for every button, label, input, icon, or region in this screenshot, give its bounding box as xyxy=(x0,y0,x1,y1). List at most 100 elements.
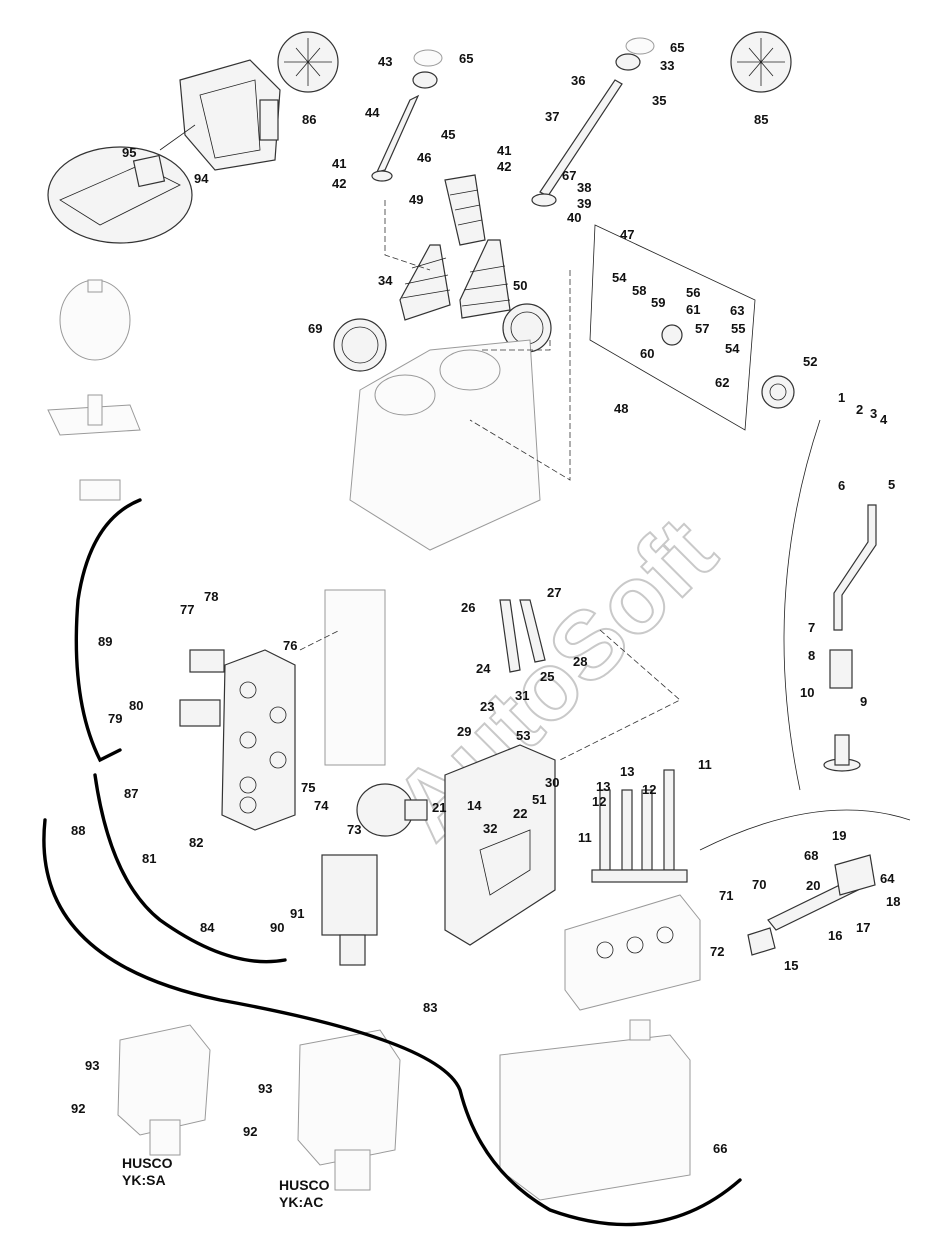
callout-45: 45 xyxy=(441,127,455,142)
callout-46: 46 xyxy=(417,150,431,165)
callout-83: 83 xyxy=(423,1000,437,1015)
callout-24: 24 xyxy=(476,661,491,676)
callout-91: 91 xyxy=(290,906,304,921)
callout-72: 72 xyxy=(710,944,724,959)
callout-90: 90 xyxy=(270,920,284,935)
callout-30: 30 xyxy=(545,775,559,790)
callout-57: 57 xyxy=(695,321,709,336)
callout-42a: 42 xyxy=(332,176,346,191)
callout-59: 59 xyxy=(651,295,665,310)
caption-husco-sa-1: HUSCO xyxy=(122,1155,173,1171)
callout-17: 17 xyxy=(856,920,870,935)
caption-husco-sa-2: YK:SA xyxy=(122,1172,166,1188)
callout-93b: 93 xyxy=(258,1081,272,1096)
solenoid-valve xyxy=(321,854,378,966)
callout-76: 76 xyxy=(283,638,297,653)
callout-34: 34 xyxy=(378,273,393,288)
callout-13a: 13 xyxy=(620,764,634,779)
leader-dash-valve xyxy=(299,629,341,651)
callout-15: 15 xyxy=(784,958,798,973)
husco-valve-sa xyxy=(117,1024,211,1156)
boot-34 xyxy=(399,244,451,321)
boot-49 xyxy=(444,174,486,246)
callout-55: 55 xyxy=(731,321,745,336)
callout-64: 64 xyxy=(880,871,895,886)
callout-62: 62 xyxy=(715,375,729,390)
callout-87: 87 xyxy=(124,786,138,801)
pulley-52 xyxy=(761,375,795,409)
callout-63: 63 xyxy=(730,303,744,318)
callout-65a: 65 xyxy=(459,51,473,66)
callout-81: 81 xyxy=(142,851,156,866)
bracket-plate-ghost xyxy=(324,589,386,766)
callout-39: 39 xyxy=(577,196,591,211)
pattern-selector-85 xyxy=(730,31,792,93)
caption-husco-ac-2: YK:AC xyxy=(279,1194,323,1210)
callout-21: 21 xyxy=(432,800,446,815)
callout-19: 19 xyxy=(832,828,846,843)
callout-12b: 12 xyxy=(592,794,606,809)
callout-28: 28 xyxy=(573,654,587,669)
callout-13b: 13 xyxy=(596,779,610,794)
callout-12a: 12 xyxy=(642,782,656,797)
callout-23: 23 xyxy=(480,699,494,714)
callout-85: 85 xyxy=(754,112,768,127)
linkage-group-frame xyxy=(589,224,756,431)
callout-80: 80 xyxy=(129,698,143,713)
detail-arc-bracket xyxy=(699,809,911,851)
callout-18: 18 xyxy=(886,894,900,909)
callout-60: 60 xyxy=(640,346,654,361)
lever-26-27 xyxy=(499,599,546,673)
callout-82: 82 xyxy=(189,835,203,850)
callout-47: 47 xyxy=(620,227,634,242)
callout-22: 22 xyxy=(513,806,527,821)
callout-66: 66 xyxy=(713,1141,727,1156)
callout-41a: 41 xyxy=(332,156,346,171)
caption-husco-ac-1: HUSCO xyxy=(279,1177,330,1193)
actuators-12-13 xyxy=(591,769,688,883)
callout-50: 50 xyxy=(513,278,527,293)
callout-78: 78 xyxy=(204,589,218,604)
left-joystick xyxy=(371,71,438,182)
hose-83 xyxy=(42,818,742,1227)
callout-11b: 11 xyxy=(578,830,592,845)
accumulator-upper xyxy=(47,279,141,501)
callout-4: 4 xyxy=(880,412,888,427)
callout-56: 56 xyxy=(686,285,700,300)
cap-65-left xyxy=(413,49,443,67)
callout-77: 77 xyxy=(180,602,194,617)
callout-74: 74 xyxy=(314,798,329,813)
callout-94: 94 xyxy=(194,171,209,186)
cap-65-right xyxy=(625,37,655,55)
callouts: 1 2 3 4 5 6 7 8 9 10 11 11 12 12 13 13 1… xyxy=(71,40,900,1156)
callout-69: 69 xyxy=(308,321,322,336)
callout-29: 29 xyxy=(457,724,471,739)
mounting-plate-21 xyxy=(444,744,556,946)
hydraulic-tank xyxy=(499,1019,691,1201)
callout-16: 16 xyxy=(828,928,842,943)
callout-53: 53 xyxy=(516,728,530,743)
callout-68: 68 xyxy=(804,848,818,863)
callout-84: 84 xyxy=(200,920,215,935)
callout-37: 37 xyxy=(545,109,559,124)
leader-dash-housing xyxy=(384,200,431,271)
hose-89 xyxy=(74,498,142,763)
callout-54b: 54 xyxy=(725,341,740,356)
callout-42b: 42 xyxy=(497,159,511,174)
callout-43: 43 xyxy=(378,54,392,69)
callout-11a: 11 xyxy=(698,757,712,772)
callout-3: 3 xyxy=(870,406,877,421)
callout-92a: 92 xyxy=(71,1101,85,1116)
callout-10: 10 xyxy=(800,685,814,700)
callout-35: 35 xyxy=(652,93,666,108)
callout-92b: 92 xyxy=(243,1124,257,1139)
callout-70: 70 xyxy=(752,877,766,892)
console-housing xyxy=(349,339,541,551)
valve-block-76 xyxy=(179,649,296,831)
callout-31: 31 xyxy=(515,688,529,703)
callout-5: 5 xyxy=(888,477,895,492)
callout-67: 67 xyxy=(562,168,576,183)
callout-65b: 65 xyxy=(670,40,684,55)
pattern-selector-86 xyxy=(277,31,339,93)
